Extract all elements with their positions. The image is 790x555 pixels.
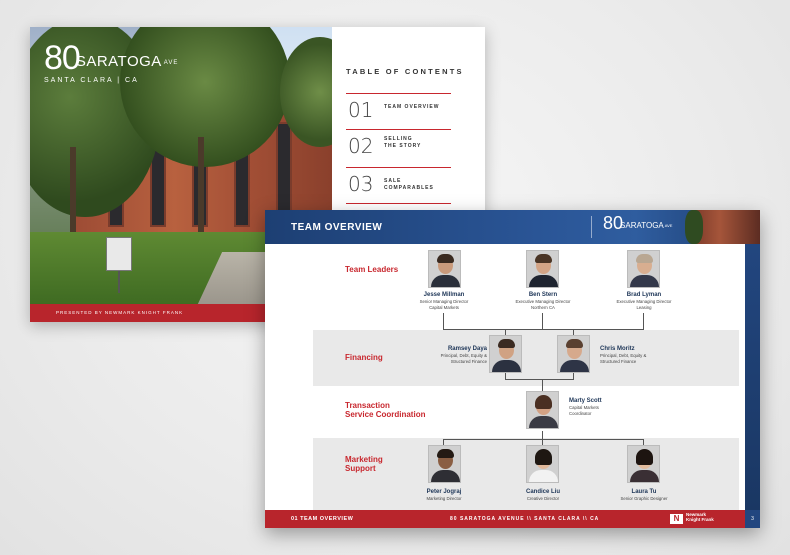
connector-line: [643, 439, 644, 445]
person-name: Brad Lyman: [626, 292, 662, 298]
person-marty-scott: Marty Scott Capital Markets Coordinator: [569, 398, 641, 416]
connector-line: [643, 313, 644, 329]
footer-section: 01 TEAM OVERVIEW: [291, 516, 354, 522]
logo-ave: AVE: [664, 223, 673, 228]
logo-city: SANTA CLARA | CA: [44, 77, 139, 84]
person-laura-tu: Laura Tu Senior Graphic Designer: [598, 489, 690, 502]
connector-line: [542, 439, 543, 445]
team-overview-slide[interactable]: TEAM OVERVIEW 80SARATOGAAVE Team Leaders…: [265, 210, 760, 528]
section-transaction: Transaction Service Coordination: [345, 401, 426, 420]
connector-line: [443, 313, 444, 329]
photo-peter-jograj: [428, 445, 461, 483]
section-team-leaders: Team Leaders: [345, 265, 399, 274]
person-name: Peter Jograj: [426, 489, 462, 495]
brand-line-1: Newmark: [686, 512, 707, 517]
financing-band: [313, 330, 739, 386]
person-name: Jesse Millman: [423, 292, 465, 298]
photo-ben-stern: [526, 250, 559, 288]
property-sign: [106, 237, 132, 271]
person-ben-stern: Ben Stern Executive Managing Director No…: [497, 292, 589, 310]
header-photo: [693, 210, 760, 244]
section-financing: Financing: [345, 353, 383, 362]
person-chris-moritz: Chris Moritz Principal, Debt, Equity & S…: [600, 346, 672, 364]
photo-laura-tu: [627, 445, 660, 483]
toc-label: SELLING THE STORY: [384, 136, 422, 149]
person-peter-jograj: Peter Jograj Marketing Director: [399, 489, 489, 502]
toc-label: SALE COMPARABLES: [384, 178, 434, 191]
photo-ramsey-daya: [489, 335, 522, 373]
logo-name: SARATOGA: [620, 221, 664, 230]
person-role: Principal, Debt, Equity & Structured Fin…: [440, 353, 487, 364]
photo-marty-scott: [526, 391, 559, 429]
photo-chris-moritz: [557, 335, 590, 373]
person-candice-liu: Candice Liu Creative Director: [497, 489, 589, 502]
person-role: Creative Director: [526, 496, 560, 501]
person-role: Capital Markets Coordinator: [569, 405, 599, 416]
photo-jesse-millman: [428, 250, 461, 288]
toc-item-03[interactable]: 03 SALE COMPARABLES: [346, 167, 451, 197]
person-name: Ben Stern: [528, 292, 558, 298]
connector-line: [443, 439, 644, 440]
slide-header: TEAM OVERVIEW 80SARATOGAAVE: [265, 210, 760, 244]
brand-line-2: Knight Frank: [686, 516, 714, 522]
connector-line: [542, 431, 543, 439]
logo-ave: AVE: [163, 60, 179, 66]
toc-number: 03: [348, 172, 374, 196]
connector-line: [443, 439, 444, 445]
footer-address: 80 SARATOGA AVENUE \\ SANTA CLARA \\ CA: [450, 516, 600, 522]
person-jesse-millman: Jesse Millman Senior Managing Director C…: [399, 292, 489, 310]
slide-footer: 01 TEAM OVERVIEW 80 SARATOGA AVENUE \\ S…: [265, 510, 760, 528]
connector-line: [505, 379, 574, 380]
connector-line: [542, 379, 543, 391]
person-name: Laura Tu: [631, 489, 657, 495]
person-ramsey-daya: Ramsey Daya Principal, Debt, Equity & St…: [415, 346, 487, 364]
cover-footer: PRESENTED BY NEWMARK KNIGHT FRANK: [30, 304, 332, 322]
logo-number: 80: [603, 213, 624, 233]
photo-brad-lyman: [627, 250, 660, 288]
person-name: Marty Scott: [569, 398, 602, 404]
page-number: 3: [745, 510, 760, 528]
person-role: Executive Managing Director Northern CA: [515, 299, 571, 310]
person-brad-lyman: Brad Lyman Executive Managing Director L…: [598, 292, 690, 310]
person-role: Principal, Debt, Equity & Structured Fin…: [600, 353, 647, 364]
logo-number: 80: [44, 39, 81, 77]
person-role: Senior Managing Director Capital Markets: [419, 299, 469, 310]
person-role: Senior Graphic Designer: [620, 496, 668, 501]
newmark-logo-icon: N: [670, 514, 683, 524]
toc-divider: [346, 203, 451, 204]
person-role: Executive Managing Director Leasing: [616, 299, 672, 310]
side-bar: [745, 244, 760, 510]
connector-line: [443, 329, 644, 330]
toc-title: TABLE OF CONTENTS: [346, 67, 464, 76]
toc-item-01[interactable]: 01 TEAM OVERVIEW: [346, 93, 451, 123]
toc-item-02[interactable]: 02 SELLING THE STORY: [346, 129, 451, 159]
section-marketing: Marketing Support: [345, 455, 383, 474]
photo-candice-liu: [526, 445, 559, 483]
person-role: Marketing Director: [426, 496, 462, 501]
toc-number: 01: [348, 98, 374, 122]
person-name: Chris Moritz: [600, 346, 635, 352]
logo-name: SARATOGA: [75, 53, 162, 70]
toc-number: 02: [348, 134, 374, 158]
person-name: Candice Liu: [525, 489, 560, 495]
header-logo: 80SARATOGAAVE: [603, 214, 672, 234]
toc-label: TEAM OVERVIEW: [384, 104, 440, 110]
connector-line: [542, 313, 543, 329]
person-name: Ramsey Daya: [447, 346, 487, 352]
slide-title: TEAM OVERVIEW: [291, 222, 383, 233]
